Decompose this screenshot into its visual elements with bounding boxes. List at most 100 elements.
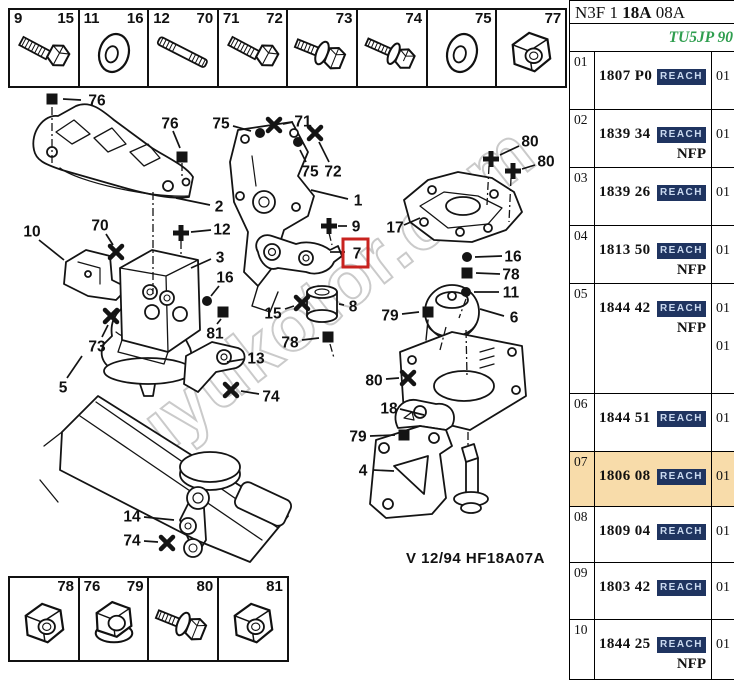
callout-label[interactable]: 17 [386, 220, 403, 237]
callout-label[interactable]: 79 [349, 429, 367, 446]
callout-label[interactable]: 10 [23, 224, 40, 241]
leader-line [232, 125, 252, 132]
row-index: 10 [574, 622, 588, 637]
fastener-box[interactable]: 73 [286, 8, 359, 88]
fastener-box[interactable]: 77 [495, 8, 568, 88]
leader-line [175, 197, 211, 206]
diagram-caption: V 12/94 HF18A07A [406, 550, 545, 567]
callout-label[interactable]: 72 [324, 164, 341, 181]
fastener-number: 78 [57, 578, 74, 595]
callout-label[interactable]: 73 [88, 339, 106, 356]
reach-badge[interactable]: REACH [656, 242, 706, 259]
fastener-box[interactable]: 78 [8, 576, 80, 662]
nut-marker [46, 93, 58, 105]
callout-label[interactable]: 76 [161, 116, 179, 133]
callout-label[interactable]: 5 [59, 380, 68, 397]
callout-label[interactable]: 7 [353, 246, 362, 263]
leader-line [105, 233, 114, 246]
selected-callout-box[interactable] [341, 237, 370, 269]
callout-label[interactable]: 71 [294, 114, 312, 131]
callout-label[interactable]: 13 [247, 351, 265, 368]
callout-label[interactable]: 4 [359, 463, 368, 480]
fastener-box[interactable]: 81 [216, 576, 289, 662]
nut-icon [499, 22, 563, 84]
reach-badge[interactable]: REACH [656, 579, 706, 596]
callout-label[interactable]: 3 [216, 250, 225, 267]
callout-label[interactable]: 8 [349, 299, 358, 316]
callout-label[interactable]: 6 [510, 310, 519, 327]
callout-label[interactable]: 14 [123, 509, 141, 526]
reach-badge[interactable]: REACH [656, 68, 706, 85]
row-main-cell: 1839 26 REACH [594, 168, 712, 225]
row-index: 02 [574, 112, 588, 127]
leader-line [143, 516, 175, 521]
fastener-number: 9 [14, 10, 23, 27]
callout-label[interactable]: 74 [123, 533, 141, 550]
reach-badge[interactable]: REACH [656, 523, 706, 540]
bolt-icon [221, 22, 285, 84]
fastener-box[interactable]: 75 [425, 8, 498, 88]
callout-label[interactable]: 75 [301, 164, 319, 181]
reach-badge[interactable]: REACH [656, 636, 706, 653]
callout-label[interactable]: 78 [281, 335, 299, 352]
callout-label[interactable]: 18 [380, 401, 398, 418]
quantity-cell: 01 [712, 563, 734, 619]
washer-marker [462, 252, 472, 262]
reach-badge[interactable]: REACH [656, 126, 706, 143]
quantity: 01 [716, 127, 730, 142]
callout-label[interactable]: 81 [206, 326, 224, 343]
callout-label[interactable]: 75 [212, 116, 230, 133]
reach-badge[interactable]: REACH [656, 410, 706, 427]
callout-label[interactable]: 9 [352, 219, 361, 236]
fastener-box[interactable]: 74 [356, 8, 429, 88]
callout-label[interactable]: 12 [213, 222, 230, 239]
callout-label[interactable]: 80 [521, 134, 538, 151]
callout-label[interactable]: 74 [262, 389, 280, 406]
reach-badge[interactable]: REACH [656, 184, 706, 201]
fastener-number: 75 [474, 10, 492, 27]
fastener-box[interactable]: 80 [147, 576, 220, 662]
callout-label[interactable]: 80 [365, 373, 382, 390]
row-index: 01 [574, 54, 588, 69]
callout-label[interactable]: 16 [504, 249, 522, 266]
reach-badge[interactable]: REACH [656, 300, 706, 317]
catalog-reference: N3F 1 18A 08A [570, 0, 734, 24]
callout-label[interactable]: 79 [381, 308, 399, 325]
nut-marker [176, 151, 188, 163]
callout-label[interactable]: 16 [216, 270, 234, 287]
leader-line [143, 540, 159, 543]
reach-badge[interactable]: REACH [656, 468, 706, 485]
callout-label[interactable]: 2 [215, 199, 224, 216]
callout-label[interactable]: 76 [88, 93, 106, 110]
part-number: 1839 26 [599, 184, 651, 200]
callout-label[interactable]: 70 [91, 218, 108, 235]
callout-label[interactable]: 15 [264, 306, 282, 323]
callout-label[interactable]: 1 [354, 193, 363, 210]
leader-line [101, 324, 109, 338]
callout-label[interactable]: 11 [503, 285, 520, 302]
leader-line [318, 141, 330, 163]
callout-label[interactable]: 78 [502, 267, 520, 284]
part-number: 1844 51 [599, 410, 651, 426]
quantity-cell: 01 [712, 452, 734, 506]
callout-label[interactable]: 80 [537, 154, 554, 171]
